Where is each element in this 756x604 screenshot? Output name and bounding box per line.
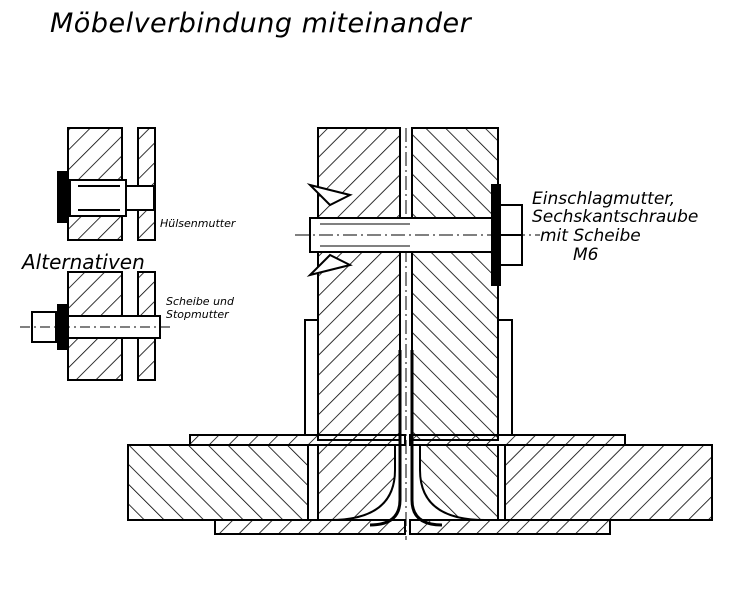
main-label-2: Sechskantschraube <box>532 207 699 227</box>
lock-nut-label: Stopmutter <box>166 308 229 321</box>
detail-sleeve-nut <box>57 127 156 241</box>
page-title: Möbelverbindung miteinander <box>50 8 472 39</box>
sleeve-nut-label: Hülsenmutter <box>160 217 236 230</box>
detail-lock-nut <box>20 271 170 381</box>
alternatives-label: Alternativen <box>22 250 145 274</box>
main-label-3: mit Scheibe <box>540 226 641 246</box>
main-joint <box>127 127 713 540</box>
main-label-4: M6 <box>573 245 599 265</box>
main-label-1: Einschlagmutter, <box>532 189 676 209</box>
washer-label: Scheibe und <box>166 295 234 308</box>
